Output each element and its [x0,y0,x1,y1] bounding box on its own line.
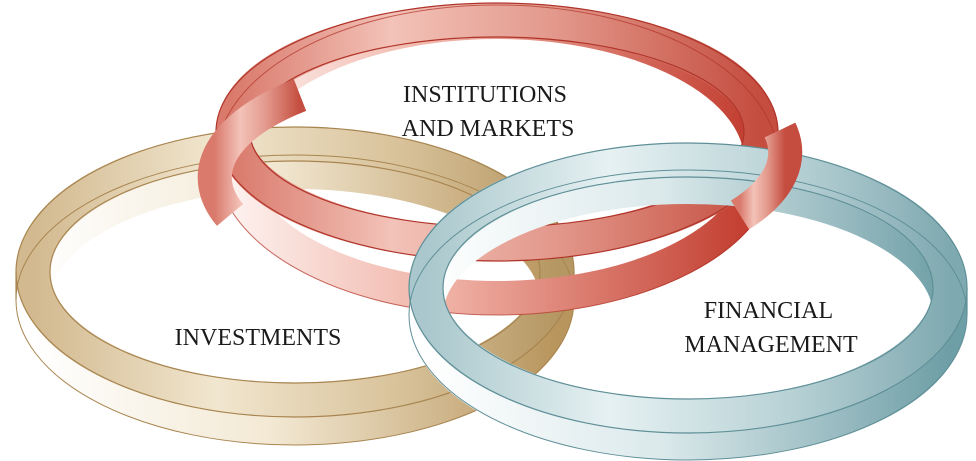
financial-management-label: FINANCIAL MANAGEMENT [684,298,858,358]
investments-label: INVESTMENTS [175,325,342,351]
financial-management-ring [408,142,968,461]
institutions-label-line-2: AND MARKETS [402,116,575,142]
financial-management-label-line-2: MANAGEMENT [684,332,858,358]
institutions-label: INSTITUTIONS AND MARKETS [402,82,575,142]
financial-management-ring-top [409,143,967,433]
financial-management-label-line-1: FINANCIAL [704,298,833,324]
investments-label-line-1: INVESTMENTS [175,325,342,351]
investments-ring-top [16,127,574,417]
interlock-overlay [197,79,803,230]
institutions-label-line-1: INSTITUTIONS [403,82,567,108]
